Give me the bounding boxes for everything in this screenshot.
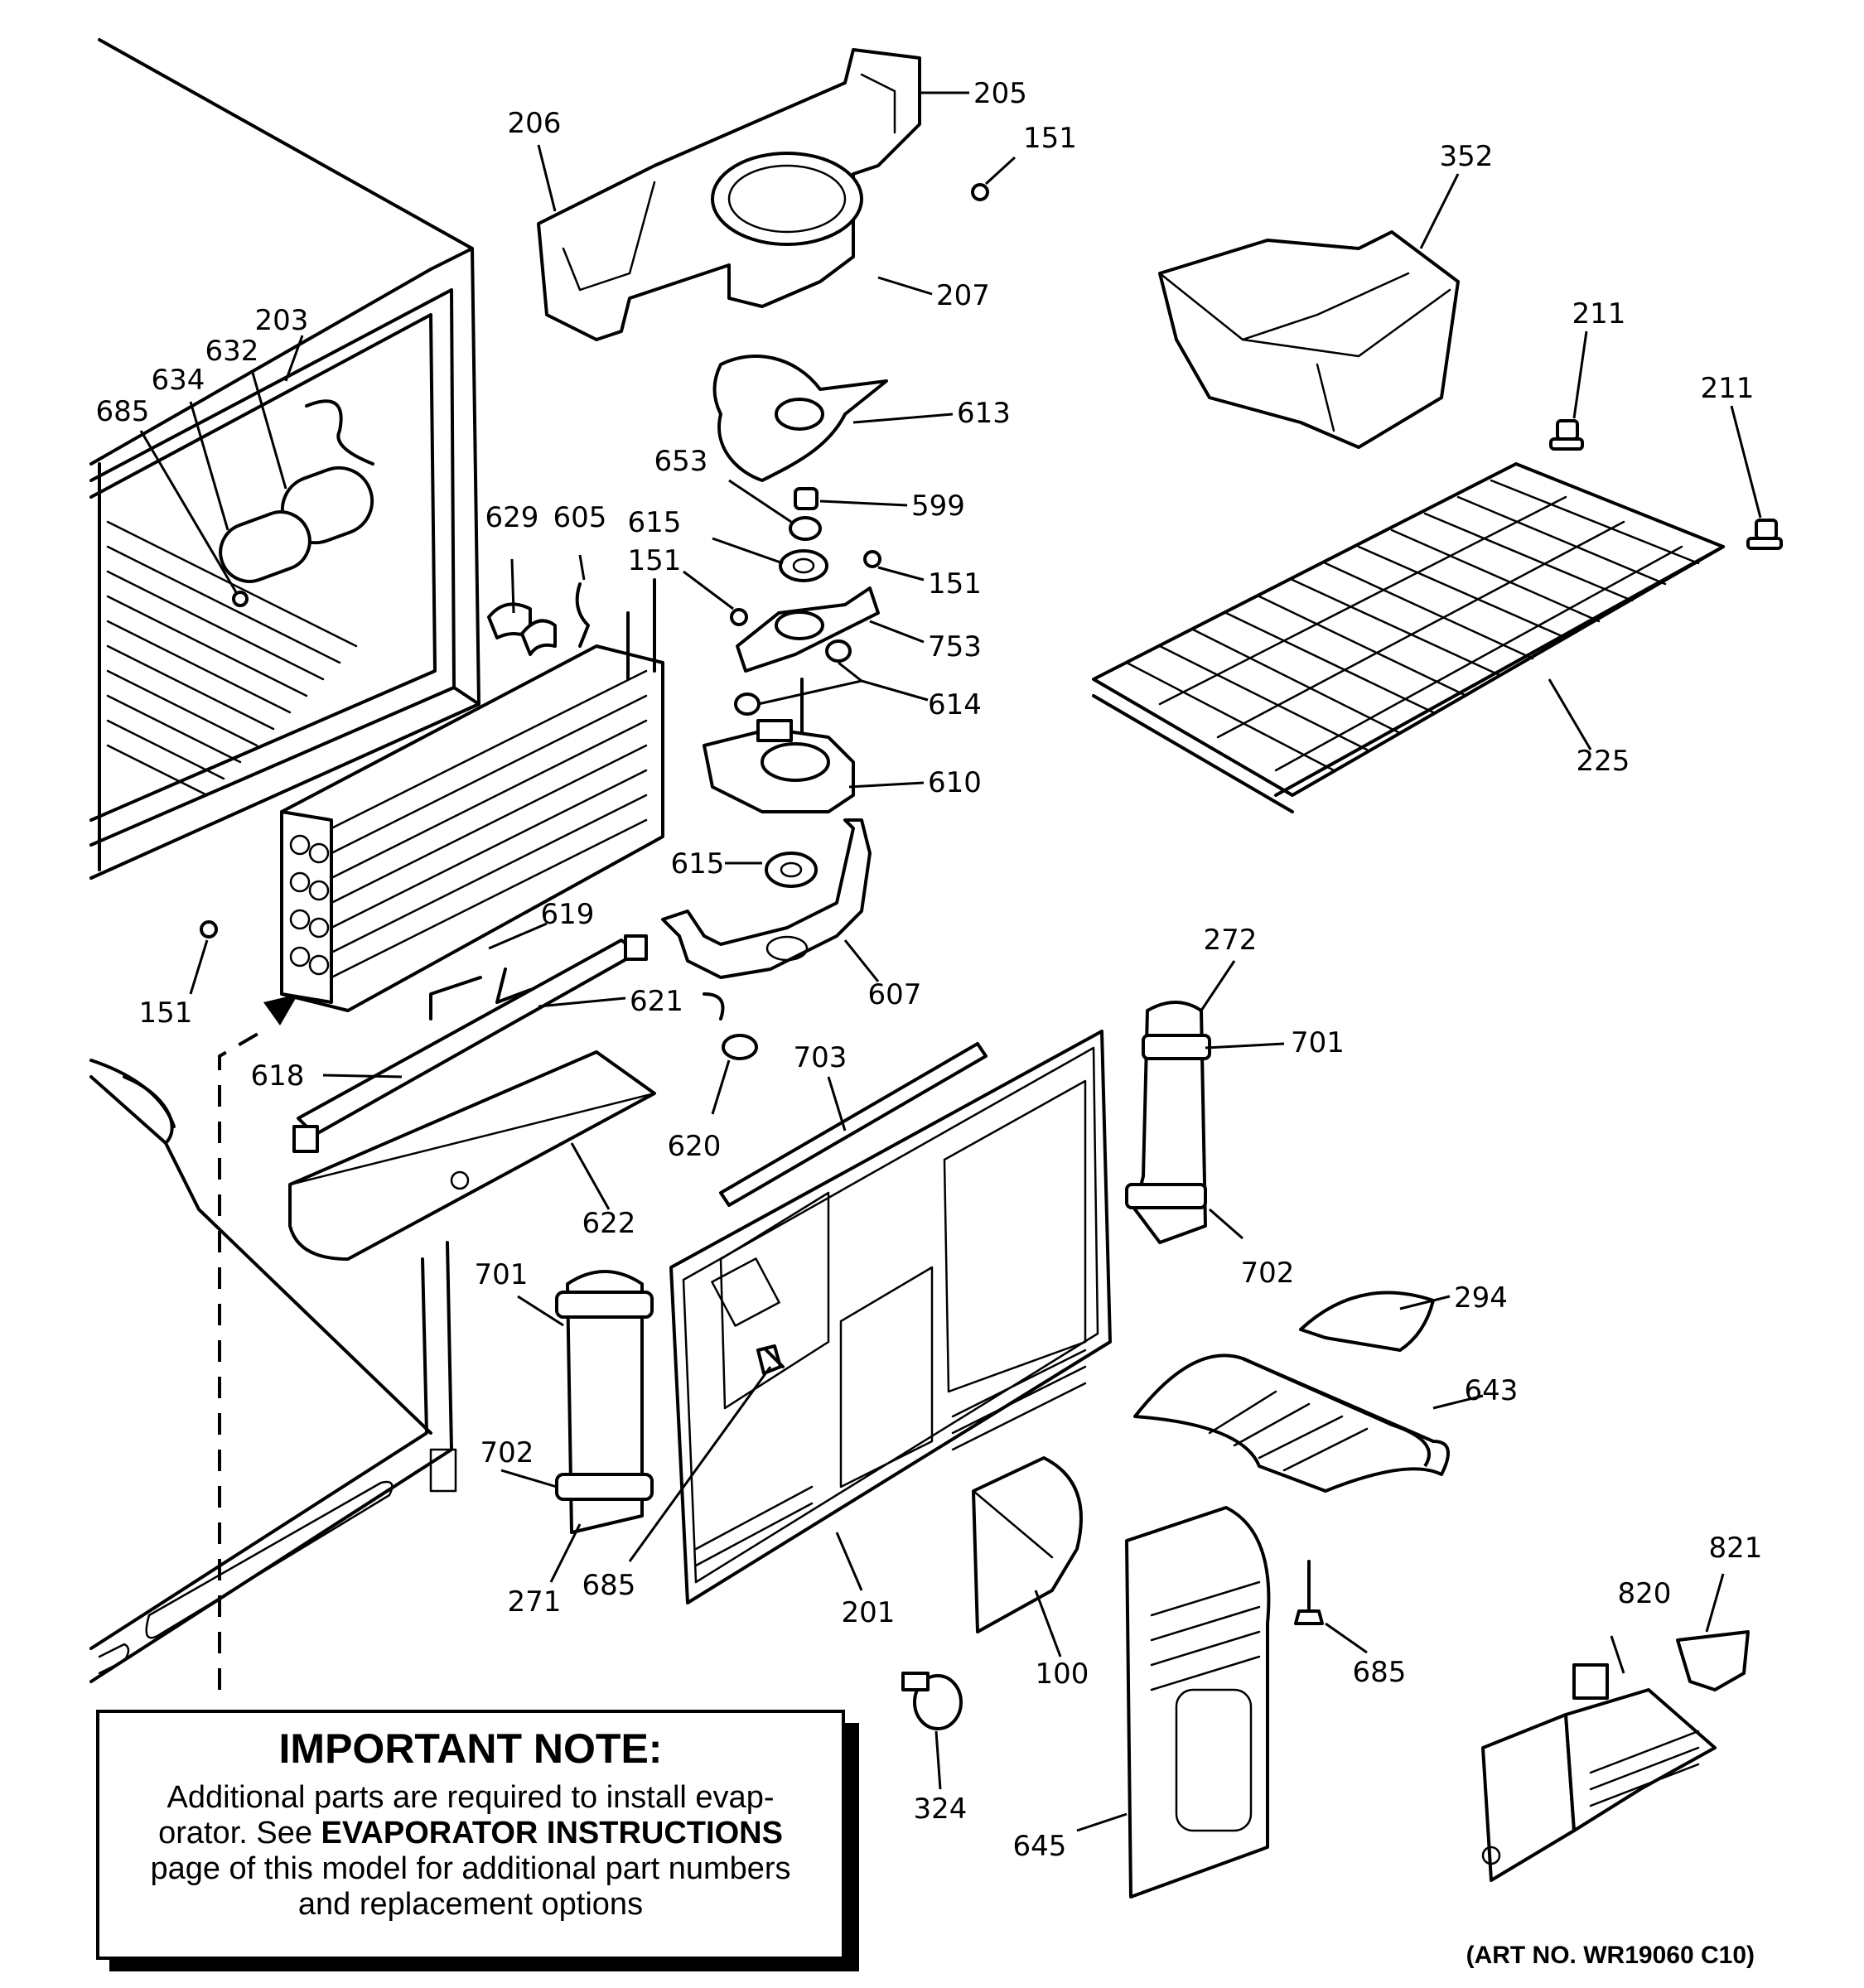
wire-shelf [1092, 462, 1725, 813]
ice-guard-645 [1125, 1506, 1271, 1899]
fan-housing-assembly [537, 48, 921, 341]
right-air-duct [1125, 1001, 1211, 1244]
icemaker-bracket-643 [1133, 1353, 1450, 1493]
label-614: 614 [928, 688, 982, 721]
label-607: 607 [868, 978, 922, 1011]
grommet-614-b [734, 692, 761, 716]
evaporator-pointer [218, 994, 298, 1690]
label-634: 634 [152, 364, 205, 397]
label-701-a: 701 [1291, 1026, 1345, 1059]
label-753: 753 [928, 630, 982, 663]
label-324: 324 [914, 1793, 968, 1826]
label-685-top: 685 [96, 395, 150, 428]
tube-clips [487, 582, 590, 656]
label-701-b: 701 [475, 1258, 529, 1291]
label-352: 352 [1440, 140, 1494, 173]
label-272: 272 [1204, 924, 1258, 957]
label-206: 206 [508, 107, 562, 140]
evaporator [280, 578, 664, 1012]
label-702-a: 702 [1241, 1257, 1295, 1290]
screws-151 [200, 183, 989, 939]
label-271: 271 [508, 1585, 562, 1619]
art-number: (ART NO. WR19060 C10) [1466, 1942, 1755, 1969]
label-151-left: 151 [139, 996, 193, 1030]
shelf-clip-b [1746, 519, 1783, 550]
label-615-b: 615 [671, 847, 725, 881]
motor-bracket-753 [736, 586, 880, 673]
note-title: IMPORTANT NOTE: [279, 1725, 663, 1772]
label-622: 622 [582, 1207, 636, 1240]
label-632: 632 [205, 335, 259, 368]
note-line-1: Additional parts are required to install… [167, 1780, 775, 1815]
note-line-3: page of this model for additional part n… [150, 1851, 790, 1886]
label-203: 203 [255, 304, 309, 337]
drain-cap [703, 992, 758, 1060]
note-line-2-pre: orator. See [158, 1816, 321, 1850]
screw-685-panel [765, 1349, 785, 1368]
label-645: 645 [1013, 1830, 1067, 1863]
grommet-615 [765, 852, 818, 888]
label-211-a: 211 [1572, 297, 1626, 331]
label-621: 621 [630, 985, 683, 1018]
label-605: 605 [553, 501, 607, 534]
label-151-mid: 151 [628, 544, 682, 577]
label-100: 100 [1036, 1657, 1089, 1691]
motor-hardware [779, 487, 828, 582]
label-211-b: 211 [1701, 372, 1755, 405]
drain-trough [288, 1050, 656, 1261]
label-205: 205 [973, 77, 1027, 110]
label-613: 613 [957, 397, 1011, 430]
shelf-clip-a [1549, 419, 1584, 451]
note-line-2: orator. See EVAPORATOR INSTRUCTIONS [158, 1816, 783, 1850]
left-air-duct [555, 1270, 654, 1534]
label-653: 653 [654, 445, 708, 478]
wall-components [219, 399, 374, 607]
label-615-a: 615 [628, 506, 682, 539]
label-599: 599 [911, 490, 965, 523]
screw-685-right [1294, 1560, 1324, 1625]
note-line-2-bold: EVAPORATOR INSTRUCTIONS [321, 1816, 783, 1850]
label-703: 703 [794, 1041, 847, 1074]
defrost-heater [292, 934, 648, 1153]
grommet-614-a [825, 639, 852, 663]
leader-lines [139, 91, 1762, 1832]
label-643: 643 [1465, 1374, 1519, 1407]
fan-motor [703, 678, 855, 813]
label-619: 619 [541, 898, 595, 931]
label-201: 201 [842, 1596, 896, 1629]
label-225: 225 [1577, 745, 1630, 778]
note-line-4: and replacement options [298, 1887, 643, 1922]
label-618: 618 [251, 1059, 305, 1093]
label-629: 629 [485, 501, 539, 534]
fan-blade [712, 355, 888, 482]
label-702-b: 702 [480, 1436, 534, 1469]
knob-324 [901, 1672, 963, 1730]
label-294: 294 [1454, 1281, 1508, 1315]
label-207: 207 [936, 279, 990, 312]
label-821: 821 [1709, 1532, 1763, 1565]
ice-bin [1158, 230, 1460, 449]
important-note-box: IMPORTANT NOTE: Additional parts are req… [96, 1710, 859, 1971]
label-620: 620 [668, 1130, 722, 1163]
part-821 [1676, 1630, 1750, 1691]
label-820: 820 [1618, 1577, 1672, 1610]
bracket-607 [661, 818, 872, 979]
foam-strip [719, 1042, 988, 1207]
label-151-right: 151 [928, 567, 982, 601]
label-685-mid: 685 [582, 1569, 636, 1602]
ice-chute-100 [972, 1456, 1083, 1633]
icemaker-cover-294 [1299, 1291, 1435, 1352]
label-685-right: 685 [1353, 1656, 1407, 1689]
icemaker-820 [1481, 1663, 1717, 1882]
label-151-top: 151 [1023, 122, 1077, 155]
part-labels: 205 206 151 207 352 203 632 634 685 211 … [96, 77, 1763, 1863]
label-610: 610 [928, 766, 982, 799]
